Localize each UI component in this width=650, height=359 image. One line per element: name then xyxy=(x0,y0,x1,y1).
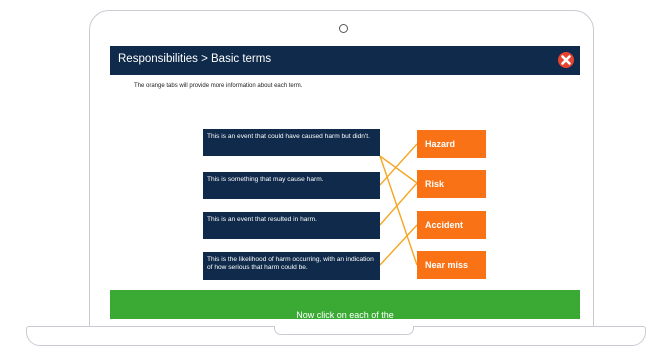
instruction-text: The orange tabs will provide more inform… xyxy=(134,83,303,89)
laptop-screen: Responsibilities > Basic terms The orang… xyxy=(110,46,580,319)
laptop-notch xyxy=(274,326,414,335)
webcam-icon xyxy=(339,24,348,33)
term-tab-hazard[interactable]: Hazard xyxy=(417,130,486,158)
footer-banner: Now click on each of the xyxy=(110,290,580,319)
connector-line xyxy=(379,182,418,226)
description-box: This is the likelihood of harm occurring… xyxy=(203,252,380,280)
connector-line xyxy=(379,143,418,186)
footer-text: Now click on each of the xyxy=(296,310,394,319)
connector-line xyxy=(379,224,418,266)
description-box: This is an event that could have caused … xyxy=(203,129,380,156)
title-bar: Responsibilities > Basic terms xyxy=(110,46,580,75)
description-box: This is something that may cause harm. xyxy=(203,172,380,199)
close-icon xyxy=(561,55,571,65)
term-tab-near-miss[interactable]: Near miss xyxy=(417,251,486,279)
page-title: Responsibilities > Basic terms xyxy=(118,53,272,65)
close-button[interactable] xyxy=(558,52,574,68)
term-tab-risk[interactable]: Risk xyxy=(417,170,486,198)
description-box: This is an event that resulted in harm. xyxy=(203,212,380,239)
connector-line xyxy=(379,155,418,184)
term-tab-accident[interactable]: Accident xyxy=(417,211,486,239)
matching-lines xyxy=(379,143,418,266)
connector-line xyxy=(379,155,418,266)
